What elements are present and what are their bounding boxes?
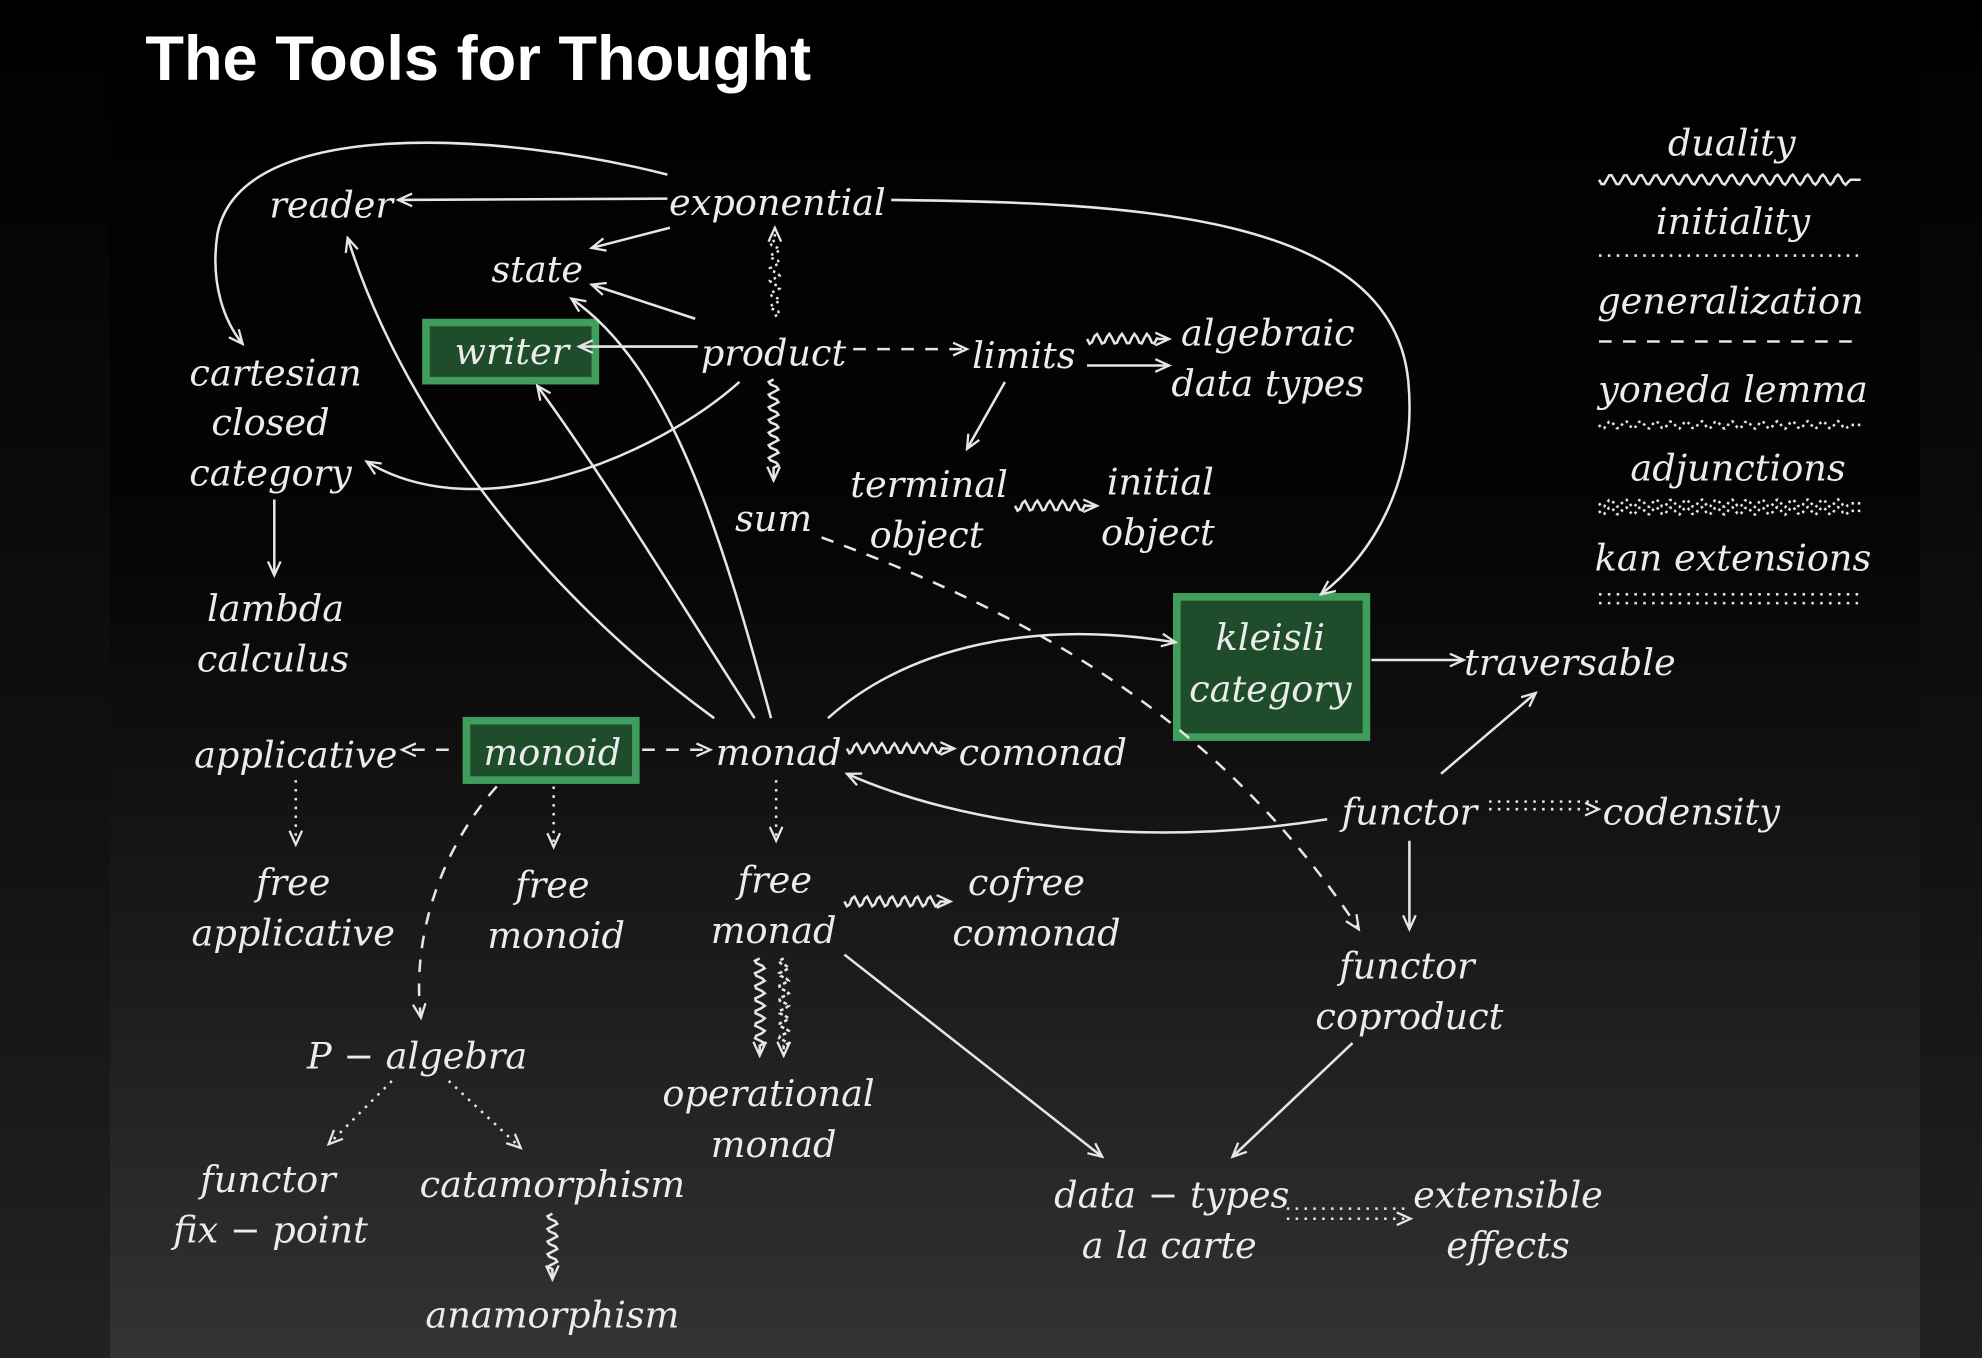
edge-product-state — [592, 285, 696, 320]
node-closed: closed — [211, 401, 329, 444]
node-cofree: cofree — [968, 861, 1085, 904]
edge-limits-terminal — [967, 381, 1007, 449]
node-datatypes: data − types — [1054, 1173, 1289, 1216]
node-algebraic: algebraic — [1181, 311, 1355, 354]
node-fixpoint: fix − point — [170, 1209, 368, 1252]
legend-generalization: generalization — [1597, 280, 1863, 323]
kleisli-highlight-box — [1173, 593, 1371, 741]
legend-adjunctions-line-1 — [1597, 497, 1861, 509]
edge-limits-algebraic-wavy — [1085, 334, 1169, 344]
node-state: state — [491, 248, 583, 291]
node-algebraic-line2: data types — [1171, 362, 1364, 405]
node-operational: operational — [662, 1072, 874, 1115]
node-initial: initial — [1107, 460, 1214, 503]
node-free-applicative: free — [253, 861, 330, 904]
node-terminal-object: object — [870, 514, 984, 557]
node-free-monoid: free — [512, 864, 589, 907]
node-traversable: traversable — [1464, 641, 1676, 684]
node-monad: monad — [716, 731, 842, 774]
edge-monad-state — [571, 299, 773, 719]
edge-exponential-reader — [398, 199, 668, 200]
monoid-highlight-box — [462, 716, 640, 784]
legend-kan-line — [1598, 593, 1861, 605]
node-terminal: terminal — [850, 463, 1008, 506]
edge-monad-comonad-wavy — [845, 743, 954, 753]
node-applicative: applicative — [194, 733, 397, 776]
edge-cata-ana-wavy — [544, 1212, 558, 1280]
edge-product-ccc — [367, 381, 741, 491]
edge-p-algebra-fixpoint — [329, 1080, 393, 1144]
edge-sum-coproduct — [821, 536, 1359, 929]
node-cartesian: cartesian — [189, 352, 361, 395]
edge-functor-monad — [847, 774, 1328, 834]
legend-initiality: initiality — [1656, 200, 1811, 243]
edge-product-sum-wavy — [769, 378, 779, 480]
node-free-monad: free — [735, 859, 812, 902]
node-reader: reader — [269, 184, 395, 227]
edge-monad-kleisli — [827, 634, 1176, 720]
edge-monad-reader — [348, 238, 715, 720]
legend-adjunctions: adjunctions — [1630, 447, 1845, 490]
edge-exponential-kleisli — [891, 198, 1411, 594]
legend: duality initiality generalization yoneda… — [1595, 122, 1872, 605]
edge-monad-writer — [537, 386, 756, 719]
edge-datatypes-extensible — [1286, 1209, 1411, 1219]
node-limits: limits — [972, 334, 1075, 377]
node-functor-coproduct: functor — [1336, 945, 1477, 988]
writer-highlight-box — [422, 318, 600, 385]
edge-free-operational-wavy-2 — [779, 957, 792, 1055]
node-writer: writer — [455, 330, 572, 373]
edge-exponential-ccc — [214, 141, 668, 344]
node-free-monad-line2: monad — [711, 909, 837, 952]
node-codensity: codensity — [1603, 790, 1782, 833]
node-initial-object: object — [1101, 511, 1215, 554]
legend-duality-line — [1597, 172, 1861, 187]
node-comonad: comonad — [959, 731, 1127, 774]
left-margin — [0, 0, 110, 1358]
legend-duality: duality — [1668, 122, 1797, 165]
slide-title: The Tools for Thought — [145, 24, 811, 94]
edges — [214, 141, 1599, 1280]
edge-functor-traversable — [1440, 693, 1536, 775]
node-p-algebra: P − algebra — [306, 1034, 527, 1077]
legend-adjunctions-line-2 — [1597, 505, 1861, 517]
node-calculus: calculus — [197, 637, 349, 680]
legend-kan-extensions: kan extensions — [1595, 536, 1872, 579]
node-free-applicative-line2: applicative — [192, 912, 395, 955]
legend-yoneda-line — [1597, 419, 1861, 431]
node-a-la-carte: a la carte — [1082, 1224, 1257, 1267]
edge-free-cofree-wavy — [843, 897, 950, 907]
node-category: category — [189, 452, 353, 495]
edge-exponential-state — [592, 226, 671, 248]
node-functor: functor — [1339, 790, 1480, 833]
edge-p-algebra-catamorphism — [447, 1080, 521, 1148]
node-coproduct: coproduct — [1315, 995, 1503, 1038]
edge-free-monad-datatypes — [843, 953, 1102, 1157]
legend-yoneda-lemma: yoneda lemma — [1596, 368, 1868, 411]
node-exponential: exponential — [669, 181, 886, 224]
edge-functor-codensity — [1489, 802, 1599, 810]
node-cofree-comonad: comonad — [952, 912, 1120, 955]
node-free-monoid-line2: monoid — [487, 914, 625, 957]
node-product: product — [701, 332, 847, 375]
edge-free-operational-wavy-1 — [755, 957, 768, 1055]
nodes: reader exponential state writer product … — [170, 181, 1781, 1336]
edge-product-exponential-dotted-wavy — [770, 228, 780, 318]
node-lambda: lambda — [207, 587, 344, 630]
edge-coproduct-datatypes — [1232, 1042, 1354, 1157]
node-effects: effects — [1446, 1224, 1569, 1267]
node-kleisli-category: category — [1189, 668, 1353, 711]
node-kleisli: kleisli — [1216, 616, 1326, 659]
node-catamorphism: catamorphism — [420, 1163, 686, 1206]
node-anamorphism: anamorphism — [425, 1293, 679, 1336]
right-margin — [1920, 0, 1982, 1358]
node-extensible: extensible — [1413, 1173, 1603, 1216]
node-sum: sum — [735, 497, 812, 540]
node-monoid: monoid — [484, 731, 622, 774]
edge-terminal-initial-wavy — [1013, 501, 1097, 511]
node-functor-fixpoint: functor — [197, 1158, 338, 1201]
node-operational-monad: monad — [711, 1123, 837, 1166]
edge-monoid-p-algebra — [419, 785, 498, 1017]
